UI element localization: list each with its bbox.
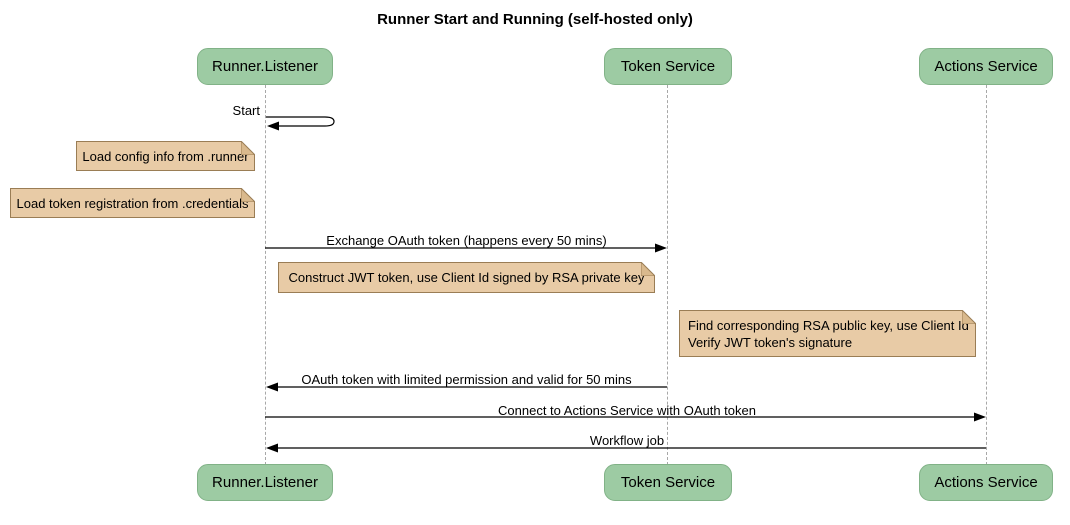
note-load-config-text: Load config info from .runner xyxy=(82,148,249,164)
note-load-token-registration-text: Load token registration from .credential… xyxy=(16,195,249,211)
participant-runner-listener-bottom: Runner.Listener xyxy=(197,464,333,501)
participant-token-service-top: Token Service xyxy=(604,48,732,85)
note-load-config: Load config info from .runner xyxy=(76,141,255,171)
message-label-start: Start xyxy=(232,103,260,118)
lifeline-runner-listener xyxy=(265,85,266,465)
message-label-connect: Connect to Actions Service with OAuth to… xyxy=(498,403,756,418)
note-fold-icon xyxy=(641,262,655,276)
note-fold-icon xyxy=(241,141,255,155)
note-load-token-registration: Load token registration from .credential… xyxy=(10,188,255,218)
note-find-rsa-line1: Find corresponding RSA public key, use C… xyxy=(688,317,969,333)
arrow-self-start xyxy=(266,116,335,131)
note-fold-icon xyxy=(962,310,976,324)
lifeline-token-service xyxy=(667,85,668,465)
participant-token-service-bottom: Token Service xyxy=(604,464,732,501)
participant-runner-listener-top: Runner.Listener xyxy=(197,48,333,85)
message-label-oauth-return: OAuth token with limited permission and … xyxy=(301,372,632,387)
note-construct-jwt: Construct JWT token, use Client Id signe… xyxy=(278,262,655,293)
note-find-rsa: Find corresponding RSA public key, use C… xyxy=(679,310,976,357)
note-find-rsa-line2: Verify JWT token's signature xyxy=(688,334,853,350)
message-label-exchange-token: Exchange OAuth token (happens every 50 m… xyxy=(326,233,607,248)
note-construct-jwt-text: Construct JWT token, use Client Id signe… xyxy=(288,270,645,285)
diagram-title: Runner Start and Running (self-hosted on… xyxy=(377,11,693,28)
participant-actions-service-bottom: Actions Service xyxy=(919,464,1053,501)
message-label-workflow-job: Workflow job xyxy=(589,433,665,448)
lifeline-actions-service xyxy=(986,85,987,465)
participant-actions-service-top: Actions Service xyxy=(919,48,1053,85)
note-fold-icon xyxy=(241,188,255,202)
